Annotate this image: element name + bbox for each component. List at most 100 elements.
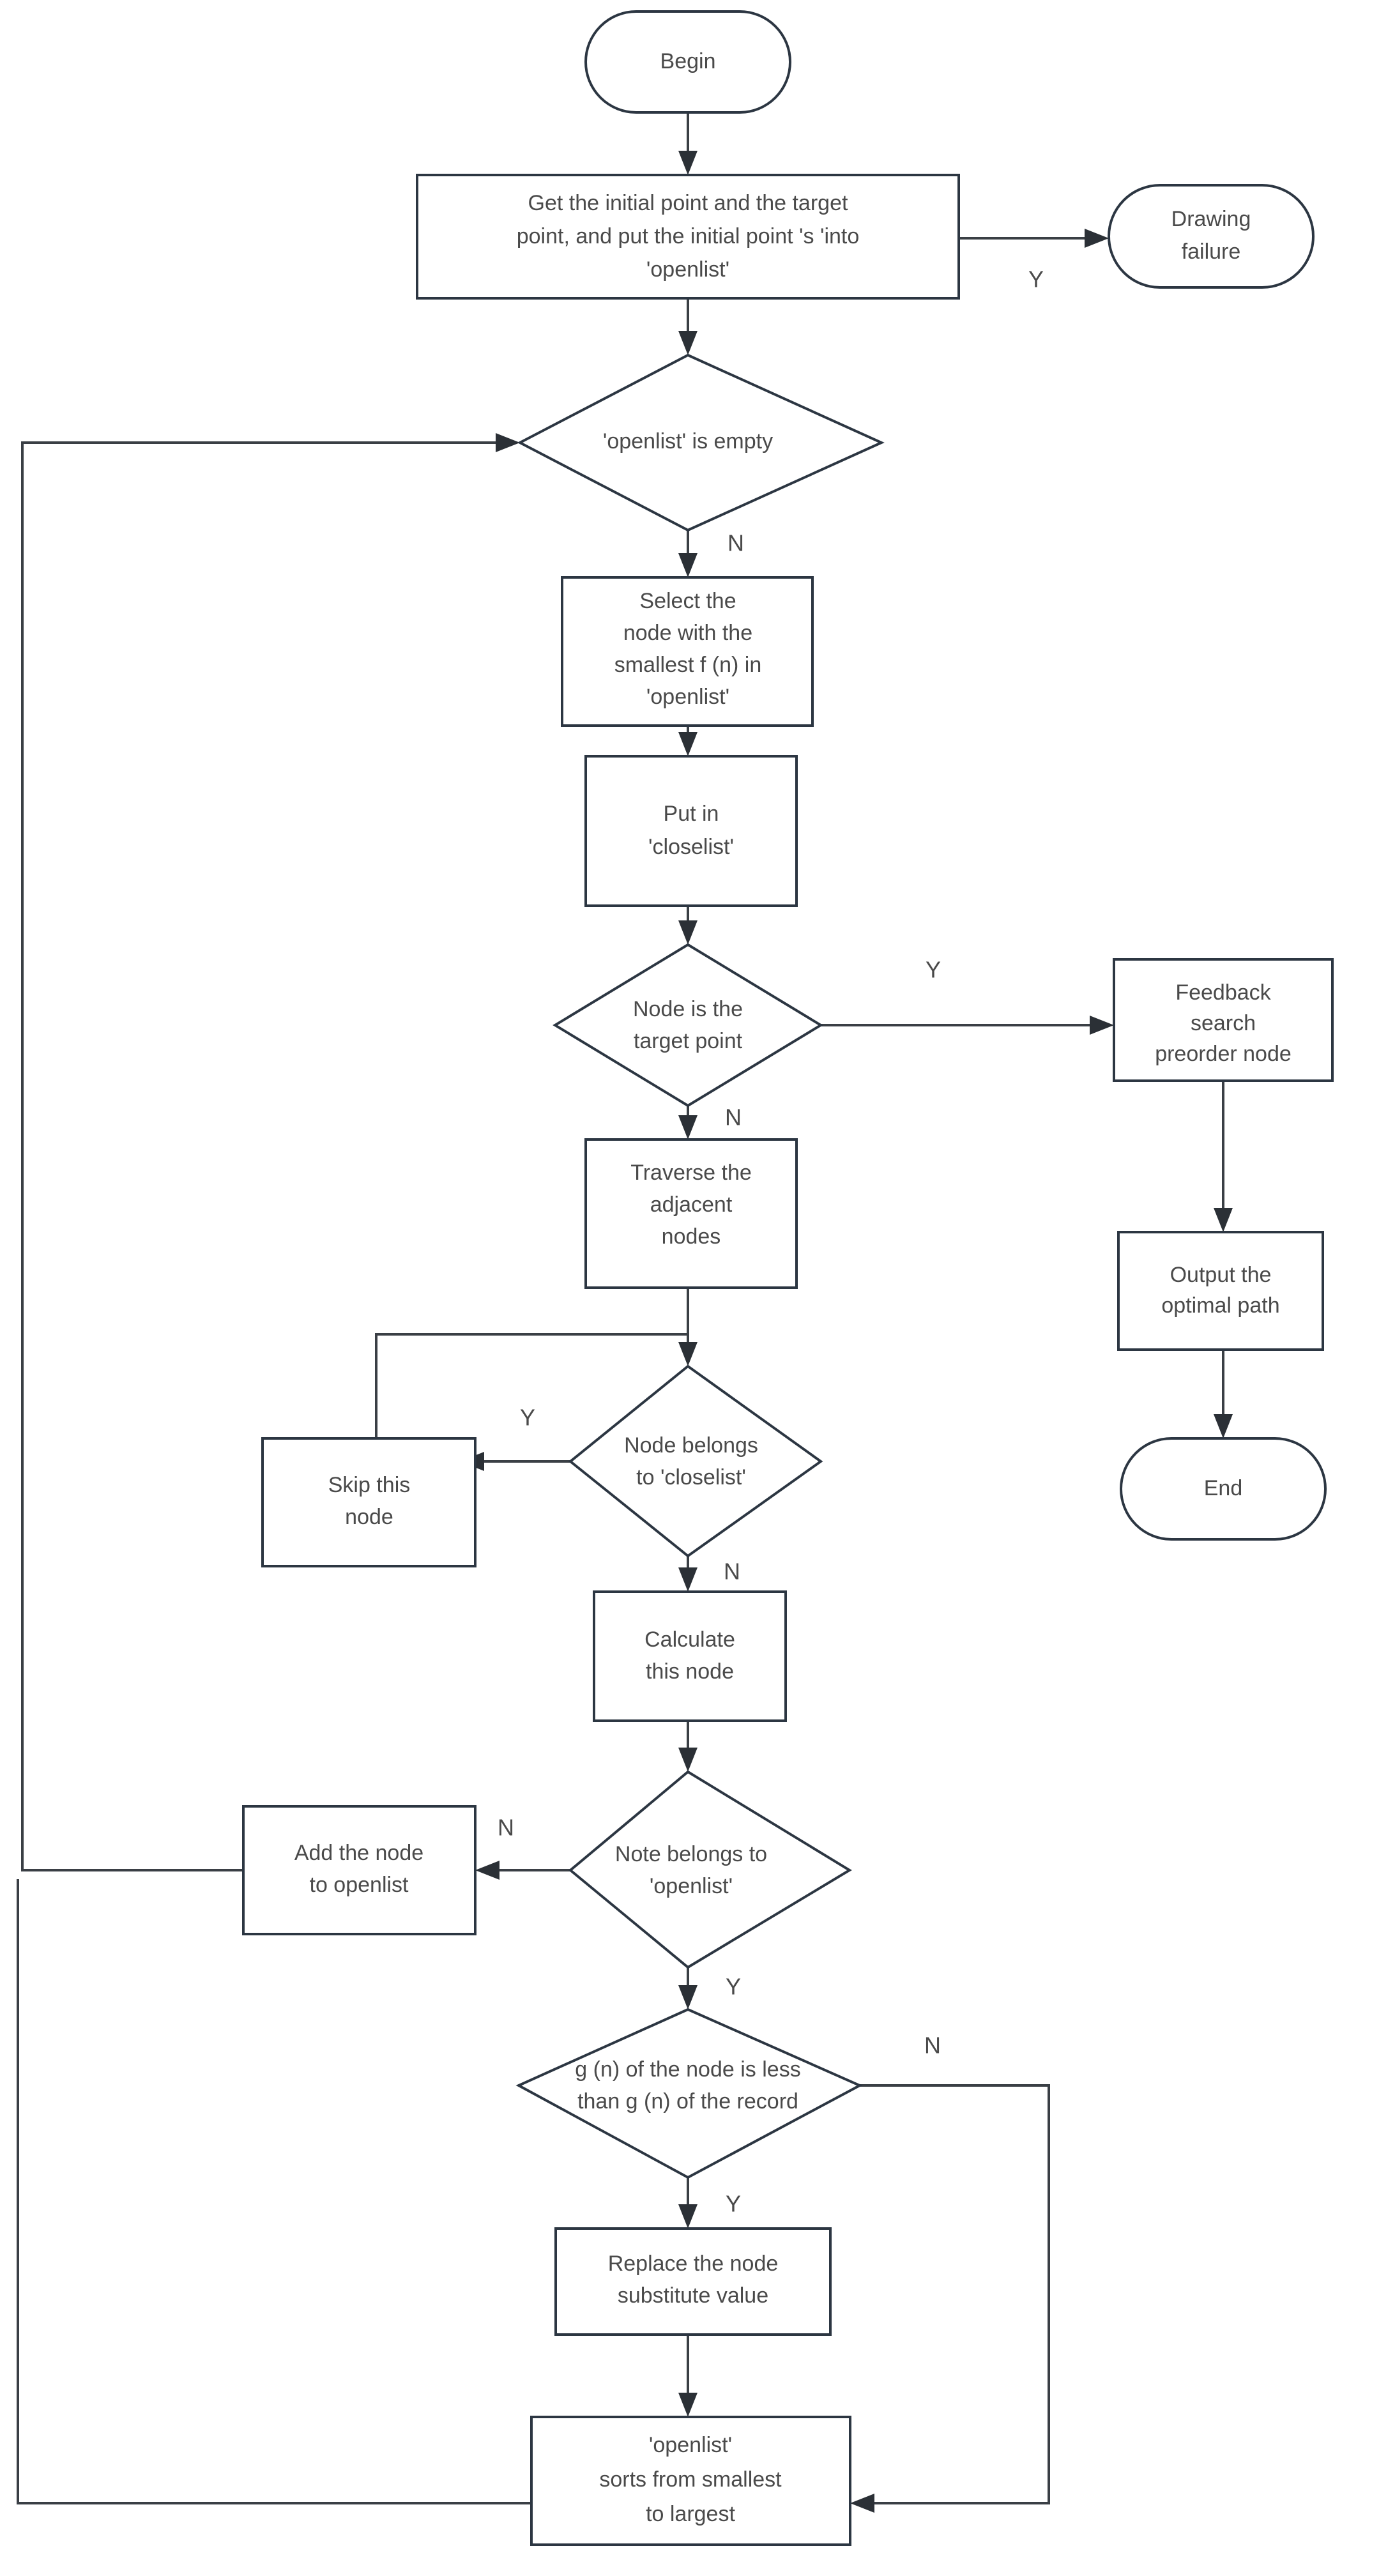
drawfail-label-line1: Drawing (1171, 207, 1251, 231)
node-skip-this-node[interactable]: Skip this node (261, 1437, 476, 1567)
outputpath-label-line1: Output the (1170, 1263, 1272, 1287)
openempty-decision-shape (517, 353, 885, 532)
putclose-label-line1: Put in (664, 802, 719, 826)
sortopen-process-shape (530, 2416, 851, 2546)
gcompare-label-line1: g (n) of the node is less (575, 2057, 800, 2082)
arrowhead-istarget-feedback (1090, 1016, 1114, 1035)
node-g-comparison[interactable]: g (n) of the node is less than g (n) of … (515, 2008, 863, 2179)
istarget-label-line1: Node is the (633, 997, 743, 1021)
node-replace-substitute-value[interactable]: Replace the node substitute value (554, 2227, 832, 2336)
skipnode-label-line2: node (345, 1505, 393, 1529)
node-belongs-to-closelist[interactable]: Node belongs to 'closelist' (568, 1364, 823, 1558)
selectmin-label-line3: smallest f (n) in (614, 653, 762, 677)
outputpath-label-line2: optimal path (1161, 1293, 1279, 1318)
skipnode-process-shape (261, 1437, 476, 1567)
arrowhead-gcompare-sortopen (850, 2494, 874, 2513)
arrowhead-replaceval-sortopen (678, 2393, 698, 2417)
gcompare-decision-shape (515, 2008, 863, 2179)
edge-label-gcompare-y: Y (726, 2191, 741, 2217)
node-belongs-to-openlist[interactable]: Note belongs to 'openlist' (568, 1770, 852, 1969)
node-drawing-failure[interactable]: Drawing failure (1108, 184, 1315, 289)
arrowhead-begin-init (678, 151, 698, 175)
init-label-line2: point, and put the initial point 's 'int… (517, 224, 860, 248)
addopen-process-shape (242, 1805, 476, 1935)
node-begin[interactable]: Begin (584, 10, 791, 114)
sortopen-label-line1: 'openlist' (649, 2433, 732, 2457)
edge-label-istarget-y: Y (926, 957, 941, 983)
node-get-initial-point[interactable]: Get the initial point and the target poi… (416, 174, 960, 300)
init-label-line1: Get the initial point and the target (528, 191, 848, 215)
inclose-decision-shape (568, 1364, 823, 1558)
arrowhead-traverse-inclose (678, 1342, 698, 1366)
arrowhead-openempty-selectmin (678, 553, 698, 577)
init-process-shape (416, 174, 960, 300)
feedback-label-line3: preorder node (1155, 1042, 1292, 1066)
putclose-process-shape (584, 755, 798, 907)
istarget-label-line2: target point (634, 1029, 743, 1053)
begin-terminator-shape (584, 10, 791, 114)
istarget-decision-shape (553, 943, 823, 1108)
edge-label-istarget-n: N (725, 1104, 742, 1131)
inopen-label-line1: Note belongs to (615, 1842, 767, 1866)
arrowhead-init-openempty (678, 331, 698, 355)
arrowhead-outputpath-end (1214, 1414, 1233, 1438)
traverse-label-line1: Traverse the (630, 1161, 752, 1185)
calcnode-label-line1: Calculate (644, 1627, 735, 1652)
putclose-label-line2: 'closelist' (648, 835, 734, 859)
arrowhead-inclose-calcnode (678, 1567, 698, 1592)
arrowhead-selectmin-putclose (678, 732, 698, 756)
traverse-label-line3: nodes (662, 1224, 721, 1249)
selectmin-label-line1: Select the (639, 589, 736, 613)
edge-label-inopen-y: Y (726, 1974, 741, 2000)
addopen-label-line1: Add the node (294, 1841, 423, 1865)
inopen-decision-shape (568, 1770, 852, 1969)
edge-sortopen-leftrail (17, 1879, 533, 2504)
selectmin-label-line2: node with the (623, 621, 752, 645)
end-terminator-shape (1120, 1437, 1327, 1541)
arrowhead-feedback-outputpath (1214, 1208, 1233, 1232)
node-select-min-f[interactable]: Select the node with the smallest f (n) … (561, 576, 814, 727)
inclose-label-line1: Node belongs (624, 1433, 758, 1458)
replaceval-label-line1: Replace the node (608, 2252, 779, 2276)
traverse-process-shape (584, 1138, 798, 1289)
edge-skipnode-loopback (375, 1333, 689, 1440)
node-sort-openlist[interactable]: 'openlist' sorts from smallest to larges… (530, 2416, 851, 2546)
selectmin-label-line4: 'openlist' (646, 685, 729, 709)
node-traverse-adjacent[interactable]: Traverse the adjacent nodes (584, 1138, 798, 1289)
node-add-to-openlist[interactable]: Add the node to openlist (242, 1805, 476, 1935)
arrowhead-inopen-gcompare (678, 1985, 698, 2009)
node-put-in-closelist[interactable]: Put in 'closelist' (584, 755, 798, 907)
calcnode-label-line2: this node (646, 1659, 734, 1684)
arrowhead-gcompare-replaceval (678, 2204, 698, 2229)
sortopen-label-line3: to largest (646, 2502, 735, 2526)
sortopen-label-line2: sorts from smallest (599, 2467, 782, 2492)
arrowhead-leftrail-openempty (496, 433, 520, 452)
node-openlist-is-empty[interactable]: 'openlist' is empty (517, 353, 885, 532)
arrowhead-istarget-traverse (678, 1115, 698, 1139)
traverse-label-line2: adjacent (650, 1193, 733, 1217)
edge-label-inclose-y: Y (520, 1405, 535, 1431)
feedback-label-line2: search (1191, 1011, 1256, 1035)
arrowhead-init-drawfail (1085, 229, 1109, 248)
drawfail-terminator-shape (1108, 184, 1315, 289)
outputpath-process-shape (1117, 1231, 1324, 1351)
begin-label: Begin (660, 49, 716, 73)
gcompare-label-line2: than g (n) of the record (577, 2089, 798, 2114)
node-feedback-search[interactable]: Feedback search preorder node (1113, 958, 1334, 1082)
node-is-target-point[interactable]: Node is the target point (553, 943, 823, 1108)
openempty-label: 'openlist' is empty (603, 429, 773, 453)
replaceval-process-shape (554, 2227, 832, 2336)
edge-label-init-drawfail-y: Y (1028, 266, 1044, 293)
edge-label-openempty-n: N (728, 530, 744, 556)
arrowhead-inopen-addopen (475, 1861, 499, 1880)
edge-label-gcompare-n: N (924, 2032, 941, 2059)
calcnode-process-shape (593, 1590, 787, 1722)
node-end[interactable]: End (1120, 1437, 1327, 1541)
connector-layer (17, 111, 1233, 2513)
skipnode-label-line1: Skip this (328, 1473, 411, 1497)
replaceval-label-line2: substitute value (618, 2283, 768, 2308)
node-output-optimal-path[interactable]: Output the optimal path (1117, 1231, 1324, 1351)
node-calculate-this-node[interactable]: Calculate this node (593, 1590, 787, 1722)
